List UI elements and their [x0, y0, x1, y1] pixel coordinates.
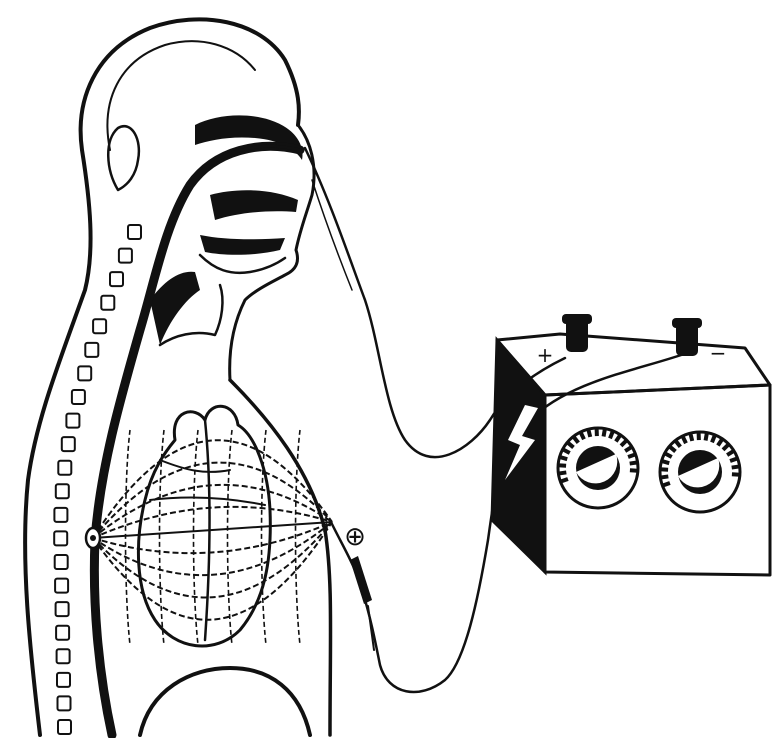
vertebra	[55, 555, 68, 569]
field-line-vertical	[194, 430, 199, 645]
vertebra	[54, 508, 67, 522]
terminal-minus-label: −	[710, 341, 727, 365]
vertebra	[58, 461, 71, 475]
vertebra	[56, 602, 69, 616]
vertebra	[55, 579, 68, 593]
heart	[138, 406, 270, 646]
vertebra	[128, 225, 141, 239]
vertebra	[93, 319, 106, 333]
terminal-plus-label: +	[537, 343, 554, 367]
dial-knob-icon	[558, 428, 638, 508]
vertebra	[119, 249, 132, 263]
vertebra	[58, 696, 71, 710]
field-line-vertical	[126, 430, 131, 645]
vertebra	[56, 484, 69, 498]
control-dials	[558, 428, 740, 512]
vertebra	[56, 626, 69, 640]
vertebra	[62, 437, 75, 451]
battery-terminal-negative: −	[672, 318, 726, 365]
esophageal-electrode	[86, 528, 100, 548]
positive-electrode-label: ⊕	[344, 522, 366, 552]
vertebra	[72, 390, 85, 404]
vertebra	[54, 531, 67, 545]
vertebra	[66, 414, 79, 428]
vertebra	[57, 649, 70, 663]
vertebra	[58, 720, 71, 734]
vertebra	[85, 343, 98, 357]
vertebra	[110, 272, 123, 286]
dial-knob-icon	[660, 432, 740, 512]
vertebra	[101, 296, 114, 310]
vertebra	[57, 673, 70, 687]
vertebra	[78, 366, 91, 380]
